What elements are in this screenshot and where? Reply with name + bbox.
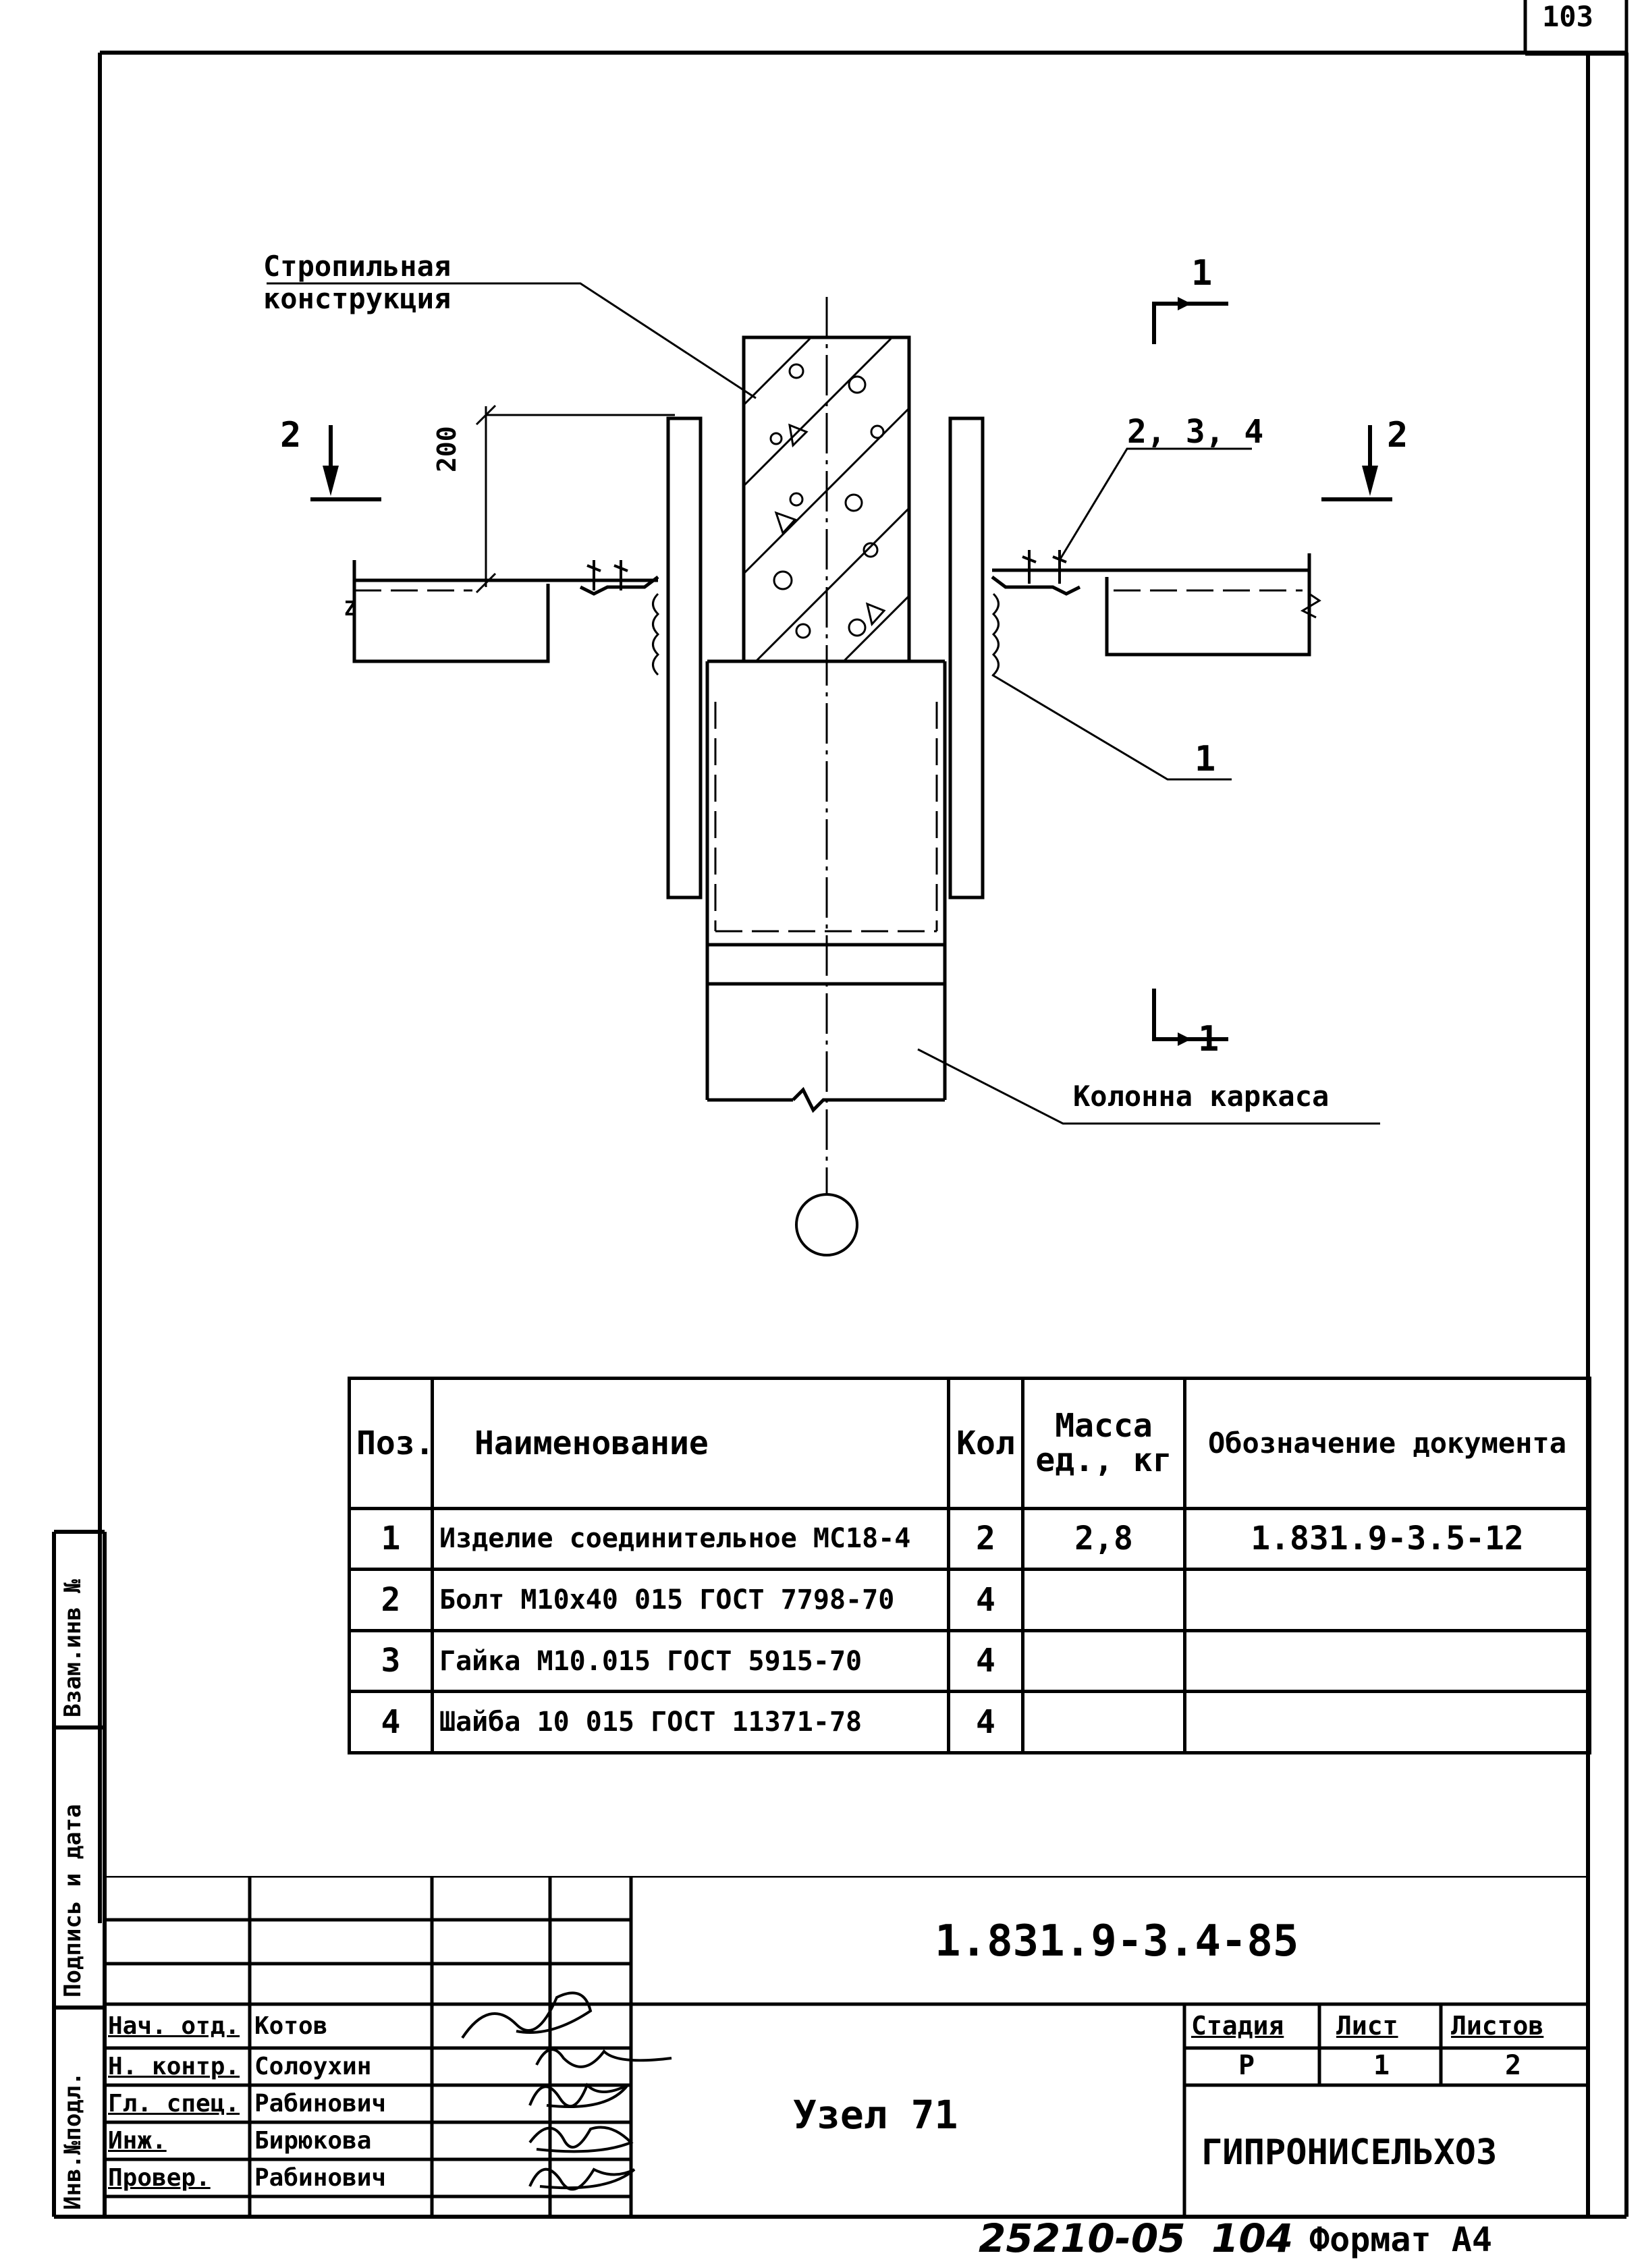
signatures <box>461 1991 672 2191</box>
title-block-grid <box>105 1876 1588 2217</box>
stage-label: Стадия <box>1191 2011 1284 2041</box>
header-mass: Масса ед., кг <box>1021 1377 1186 1510</box>
table-row: 4 Шайба 10 015 ГОСТ 11371-78 4 <box>348 1690 1591 1754</box>
row-name: Шайба 10 015 ГОСТ 11371-78 <box>431 1690 950 1754</box>
row-doc: 1.831.9-3.5-12 <box>1183 1506 1591 1572</box>
panels <box>352 553 1311 663</box>
label-rafter-line1: Стропильная <box>263 250 451 283</box>
row-doc <box>1183 1690 1591 1754</box>
spec-header-row: Поз. Наименование Кол Масса ед., кг Обоз… <box>348 1377 1591 1510</box>
specification-table: Поз. Наименование Кол Масса ед., кг Обоз… <box>348 1377 1591 1754</box>
leaders <box>267 282 1380 1125</box>
break-mark: Z <box>344 597 357 621</box>
header-pos: Поз. <box>348 1377 434 1510</box>
row-qty: 4 <box>947 1568 1024 1632</box>
section-mark-2 <box>310 425 1392 501</box>
row-name: Болт М10х40 015 ГОСТ 7798-70 <box>431 1568 950 1632</box>
row-qty: 4 <box>947 1690 1024 1754</box>
staff-name: Рабинович <box>254 2090 387 2118</box>
bolt-marks <box>586 550 1067 590</box>
header-doc: Обозначение документа <box>1183 1377 1591 1510</box>
table-row: 2 Болт М10х40 015 ГОСТ 7798-70 4 <box>348 1568 1591 1632</box>
header-name: Наименование <box>431 1377 950 1510</box>
corner-sheet-number: 103 <box>1542 0 1593 33</box>
axis-bubble <box>795 1193 858 1256</box>
staff-name: Рабинович <box>254 2164 387 2192</box>
sheet-label: Лист <box>1336 2011 1398 2041</box>
row-pos: 2 <box>348 1568 434 1632</box>
stage-value: Р <box>1238 2050 1255 2081</box>
label-rafter-line2: конструкция <box>263 282 451 315</box>
staff-name: Солоухин <box>254 2053 372 2080</box>
staff-role: Нач. отд. <box>108 2012 240 2040</box>
column-hidden-lines <box>714 702 938 933</box>
format-label: Формат А4 <box>1309 2220 1492 2259</box>
row-pos: 4 <box>348 1690 434 1754</box>
break-symbol-right <box>1300 592 1321 619</box>
rafter-section <box>742 335 911 663</box>
strip-original-inv: Инв.№подл. <box>59 2072 86 2210</box>
staff-role: Инж. <box>108 2127 167 2155</box>
sheets-label: Листов <box>1451 2011 1544 2041</box>
row-mass: 2,8 <box>1021 1506 1186 1572</box>
label-column: Колонна каркаса <box>1073 1080 1330 1113</box>
drawing-frame <box>52 51 1629 2219</box>
callout-1: 1 <box>1195 739 1216 779</box>
organization: ГИПРОНИСЕЛЬХОЗ <box>1201 2132 1498 2173</box>
row-qty: 2 <box>947 1506 1024 1572</box>
bottom-doc-number: 25210-05 <box>979 2215 1186 2261</box>
section-2-left-label: 2 <box>280 415 302 455</box>
row-mass <box>1021 1628 1186 1694</box>
bottom-page-number: 104 <box>1211 2215 1294 2261</box>
sheets-value: 2 <box>1505 2050 1522 2081</box>
row-qty: 4 <box>947 1628 1024 1694</box>
title-block: 1.831.9-3.4-85 Узел 71 ГИПРОНИСЕЛЬХОЗ Ст… <box>105 1876 1588 2217</box>
staff-role: Гл. спец. <box>108 2090 240 2118</box>
staff-role: Н. контр. <box>108 2053 240 2080</box>
column <box>705 659 947 1113</box>
section-1-bottom-label: 1 <box>1198 1019 1220 1059</box>
connecting-plates <box>666 416 985 900</box>
sheet-value: 1 <box>1373 2050 1390 2081</box>
row-name: Изделие соединительное МС18-4 <box>431 1506 950 1572</box>
staff-role: Провер. <box>108 2164 211 2192</box>
row-doc <box>1183 1568 1591 1632</box>
section-1-top-label: 1 <box>1191 253 1213 294</box>
header-qty: Кол <box>947 1377 1024 1510</box>
row-pos: 1 <box>348 1506 434 1572</box>
table-row: 1 Изделие соединительное МС18-4 2 2,8 1.… <box>348 1506 1591 1572</box>
weld-marks <box>652 592 1000 676</box>
doc-designation: 1.831.9-3.4-85 <box>935 1916 1299 1966</box>
staff-name: Котов <box>254 2012 328 2040</box>
callout-234: 2, 3, 4 <box>1127 413 1264 451</box>
row-pos: 3 <box>348 1628 434 1694</box>
row-mass <box>1021 1690 1186 1754</box>
strip-replacement-inv: Взам.инв № <box>59 1579 86 1717</box>
row-mass <box>1021 1568 1186 1632</box>
dimension-200 <box>475 404 675 594</box>
staff-name: Бирюкова <box>254 2127 372 2155</box>
table-row: 3 Гайка М10.015 ГОСТ 5915-70 4 <box>348 1628 1591 1694</box>
node-title: Узел 71 <box>793 2092 958 2138</box>
section-2-right-label: 2 <box>1387 415 1408 455</box>
strip-signature-date: Подпись и дата <box>59 1804 86 1997</box>
dimension-200-text: 200 <box>432 426 462 472</box>
row-doc <box>1183 1628 1591 1694</box>
row-name: Гайка М10.015 ГОСТ 5915-70 <box>431 1628 950 1694</box>
